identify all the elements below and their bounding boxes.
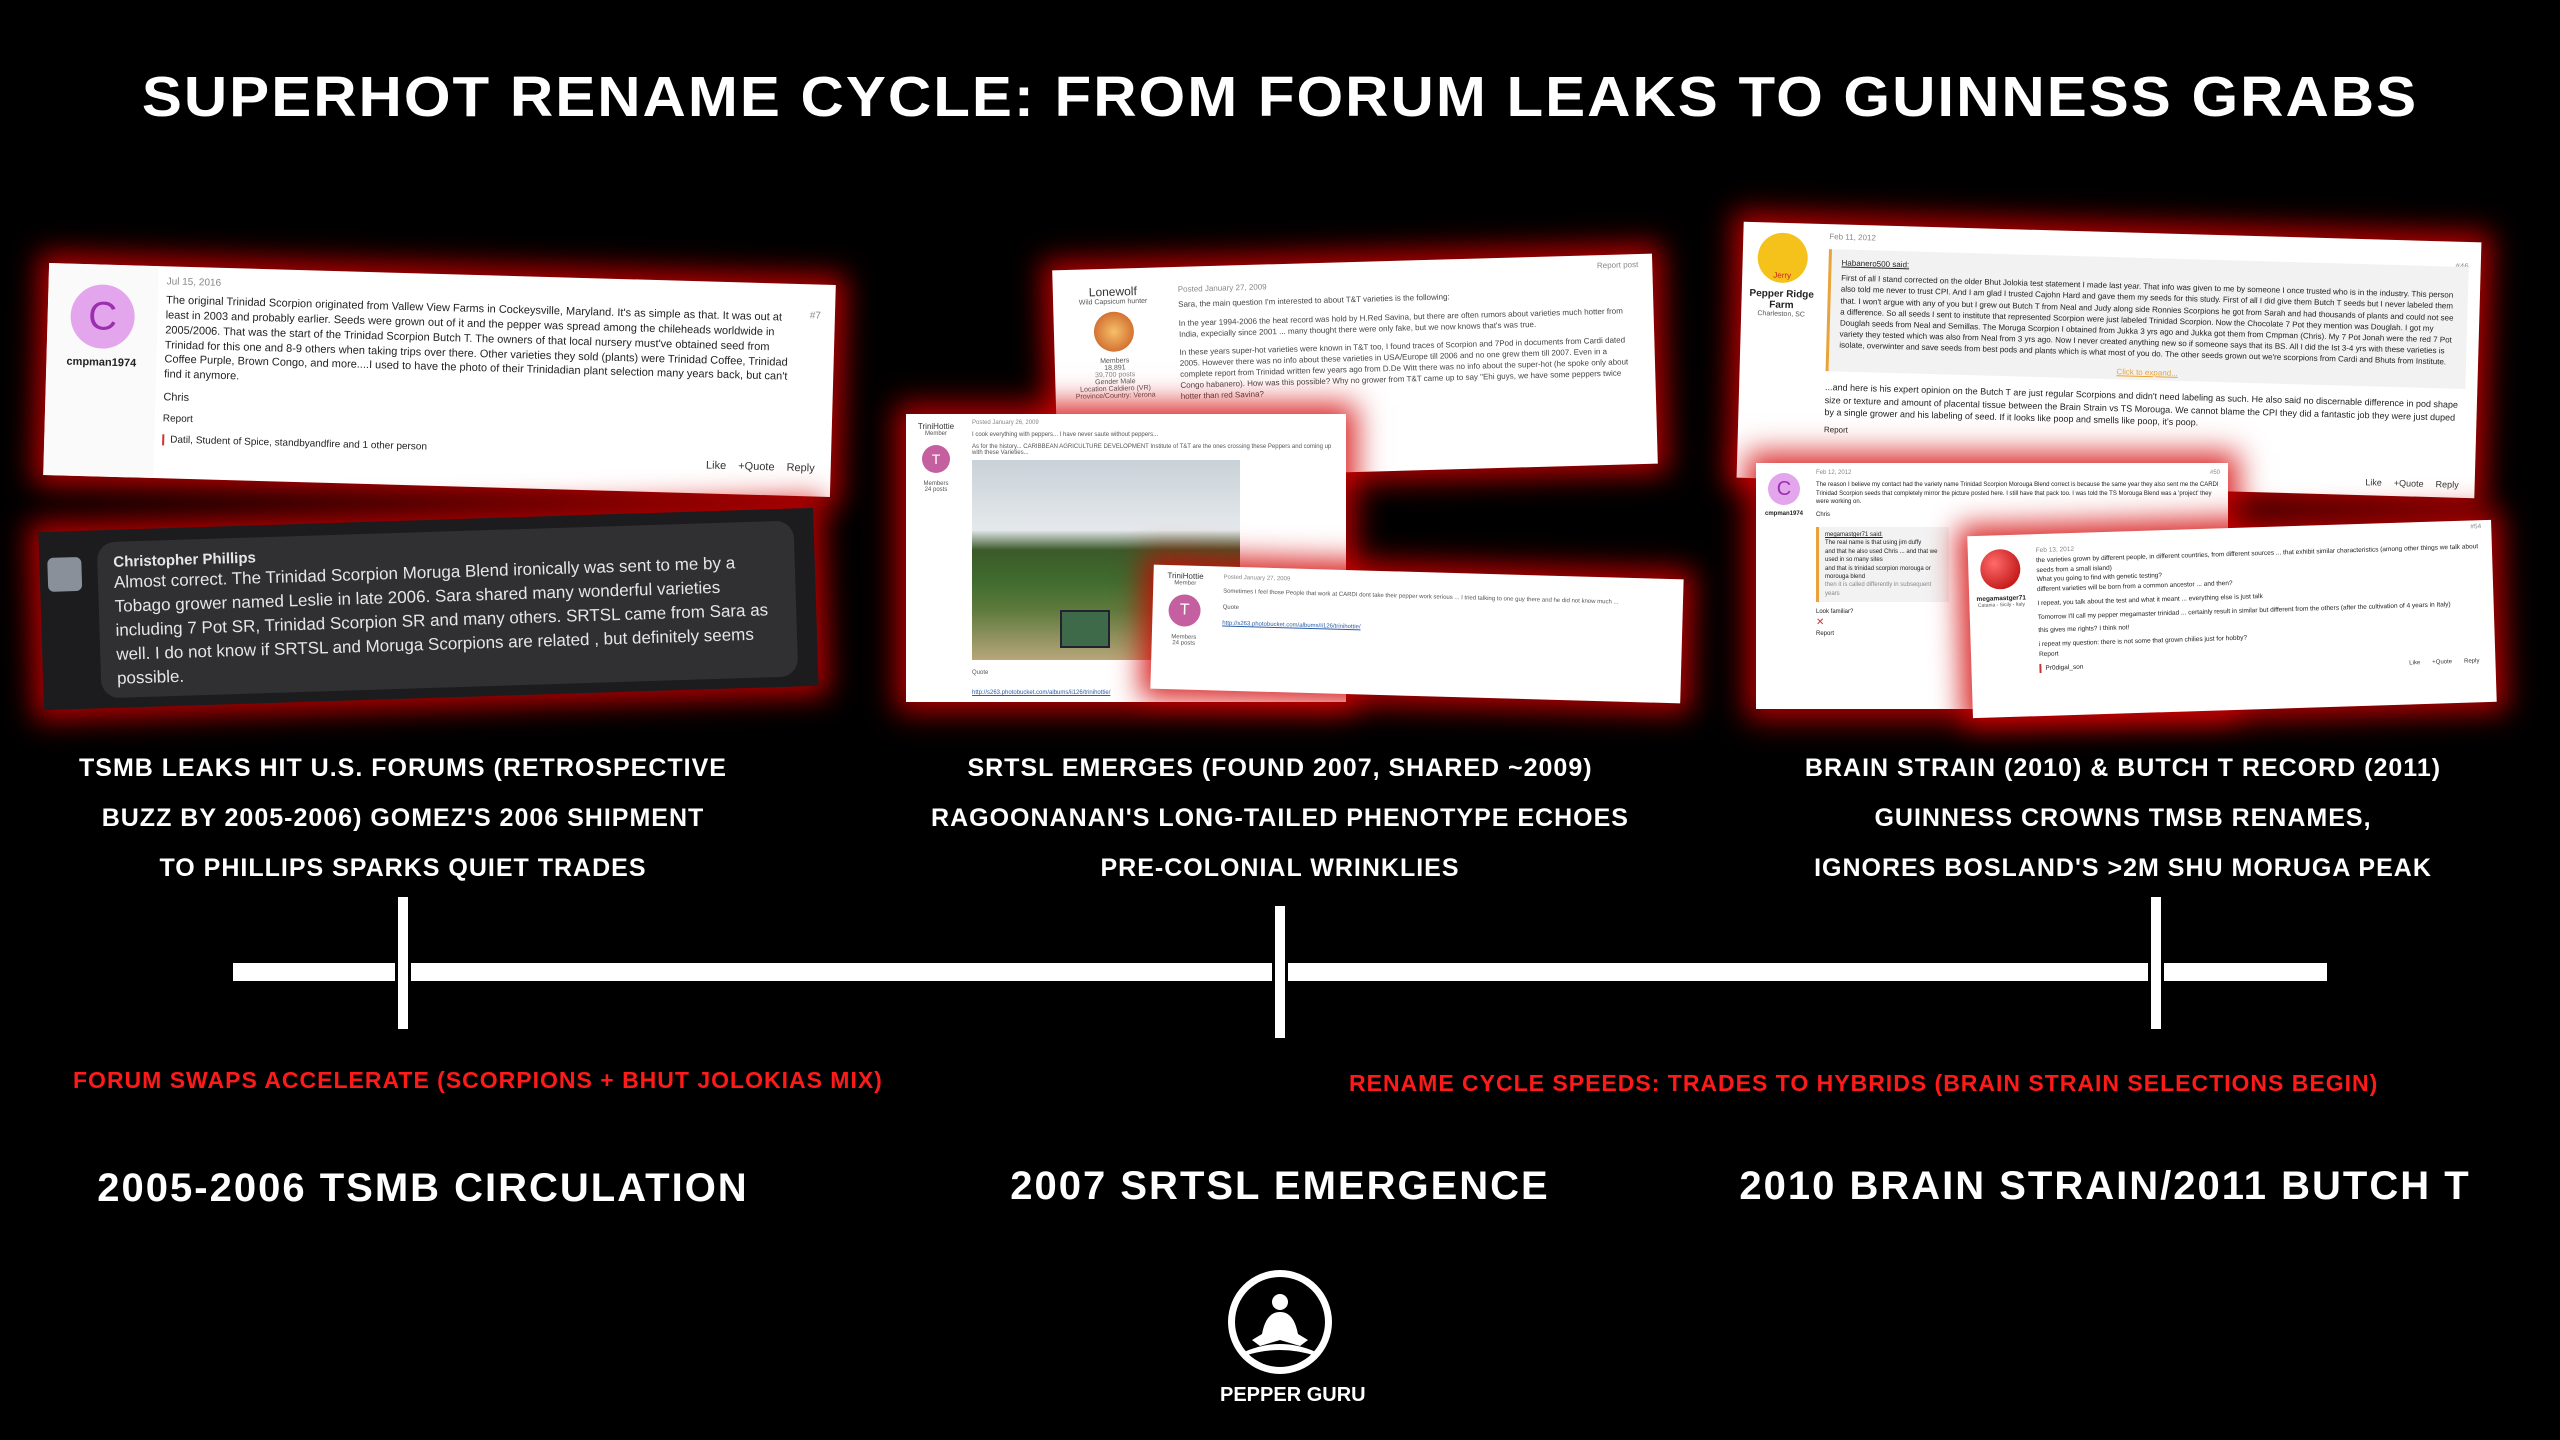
pepper-guru-logo: PEPPER GURU [1220,1266,1366,1407]
caption-2007: SRTSL emerges (found 2007, shared ~2009)… [860,743,1700,893]
user-role: Member [924,431,947,437]
quote-button[interactable]: Quote [1222,604,1240,612]
caption-2010: Brain Strain (2010) & Butch T record (20… [1723,743,2523,893]
caption-2005: TSMB leaks hit U.S. forums (retrospectiv… [3,743,803,893]
sign-board [1060,610,1110,648]
avatar: T [1168,594,1202,627]
avatar: T [922,445,950,473]
post-text: I cook everything with peppers... I have… [972,432,1159,438]
quote-button[interactable]: +Quote [2393,478,2424,489]
post-signature: Chris [1816,511,1831,518]
caption-line: to Phillips sparks quiet trades [159,854,647,882]
user-role: Member [1174,580,1197,587]
avatar [1093,311,1135,353]
report-link[interactable]: Report [1816,631,1835,638]
quote-button[interactable]: Quote [972,670,989,676]
note-rename-cycle: Rename cycle speeds: trades to hybrids (… [1349,1070,2379,1096]
avatar: Jerry [1757,232,1809,284]
caption-line: SRTSL emerges (found 2007, shared ~2009) [967,754,1593,782]
facebook-comment-phillips: Christopher Phillips Almost correct. The… [38,507,819,711]
post-count: 24 posts [924,487,948,493]
like-button[interactable]: Like [2365,477,2383,488]
milestone-2005: 2005-2006 TSMB Circulation [97,1166,749,1210]
reply-button[interactable]: Reply [786,461,815,475]
photobucket-link[interactable]: http://s263.photobucket.com/albums/ii126… [972,690,1111,696]
post-date: Posted January 26, 2009 [972,420,1039,426]
quote-button[interactable]: +Quote [2432,659,2453,666]
like-button[interactable]: Like [705,459,727,473]
reply-button[interactable]: Reply [2464,658,2480,665]
caption-line: Brain Strain (2010) & Butch T record (20… [1804,754,2442,782]
photobucket-link[interactable]: http://s263.photobucket.com/albums/ii126… [1222,620,1361,631]
broken-image-icon: ✕ [1816,617,1825,629]
logo-text: PEPPER GURU [1220,1384,1366,1406]
post-text: Sometimes I feel those People that work … [1223,588,1619,606]
location: Charleston, SC [1757,310,1805,319]
caption-line: TSMB leaks hit U.S. forums (retrospectiv… [79,754,727,782]
forum-post-trinihottie-photo: TriniHottie Member T Members 24 posts Po… [906,414,1346,702]
forum-post-megamastger71: megamastger71 Catania - Sicily - Italy F… [1967,519,2497,719]
avatar: C [1768,473,1800,505]
username[interactable]: cmpman1974 [1764,511,1804,517]
caption-line: ignores Bosland's >2M SHU Moruga peak [1814,854,2432,882]
post-number[interactable]: #7 [809,310,822,322]
avatar: C [69,283,136,350]
caption-line: pre-colonial wrinklies [1100,854,1460,882]
quote-line: then it is called differently in subsequ… [1825,582,1932,597]
post-text: In the year 1994-2006 the heat record wa… [1178,306,1623,339]
quote-block: megamastger71 said: The real name is tha… [1816,526,1949,603]
avatar [47,556,83,592]
forum-post-pepper-ridge-farm: Jerry Pepper Ridge Farm Charleston, SC F… [1736,221,2482,499]
caption-line: Guinness crowns TMSB renames, [1874,804,2372,832]
quote-author[interactable]: megamastger71 said: [1825,531,1883,538]
post-number[interactable]: #54 [2470,523,2482,531]
timeline-tick-2010 [2148,897,2164,1029]
milestone-2007: 2007 SRTSL Emergence [1010,1164,1550,1208]
meditating-guru-icon [1228,1270,1332,1374]
report-post-link[interactable]: Report post [1596,260,1639,271]
reply-button[interactable]: Reply [2435,479,2459,490]
caption-line: buzz by 2005-2006) Gomez's 2006 shipment [101,804,705,832]
post-number[interactable]: #50 [2209,470,2220,476]
username: cmpman1974 [66,355,137,370]
username[interactable]: Pepper Ridge Farm [1749,287,1815,312]
like-button[interactable]: Like [2409,660,2421,667]
post-text: Look familiar? [1816,609,1854,616]
milestone-2010: 2010 Brain Strain/2011 Butch T [1739,1164,2471,1208]
page-title: Superhot Rename Cycle: From Forum Leaks … [141,64,2419,129]
forum-post-cmpman: C cmpman1974 Jul 15, 2016 #7 The origina… [43,263,836,497]
avatar [1979,548,2021,590]
username[interactable]: TriniHottie [917,422,955,431]
caption-line: Ragoonanan's long-tailed phenotype echoe… [931,804,1629,832]
post-text: The original Trinidad Scorpion originate… [163,294,788,384]
location: Catania - Sicily - Italy [1977,601,2026,609]
post-count: 24 posts [1172,640,1196,647]
comment-text: Almost correct. The Trinidad Scorpion Mo… [113,553,769,688]
timeline-tick-2005 [395,897,411,1029]
post-text: As for the history... CARIBBEAN AGRICULT… [972,444,1332,456]
quote-line: The real name is that using jim duffy [1825,540,1922,547]
post-text: The reason I believe my contact had the … [1816,482,2219,506]
forum-post-trinihottie-reply: TriniHottie Member T Members 24 posts Po… [1150,564,1684,704]
quote-line: and that is trinidad scorpion morouga or… [1825,565,1931,580]
note-forum-swaps: Forum swaps accelerate (Scorpions + Bhut… [73,1067,883,1093]
quote-button[interactable]: +Quote [738,460,775,474]
user-group: Members [923,481,949,487]
post-text: In these years super-hot varieties were … [1179,335,1629,401]
quote-line: and that he also used Chris ... and that… [1825,548,1938,564]
post-date: Feb 12, 2012 [1816,470,1852,476]
timeline-tick-2007 [1272,906,1288,1038]
quote-block: Habanero500 said: First of all I stand c… [1825,249,2469,389]
